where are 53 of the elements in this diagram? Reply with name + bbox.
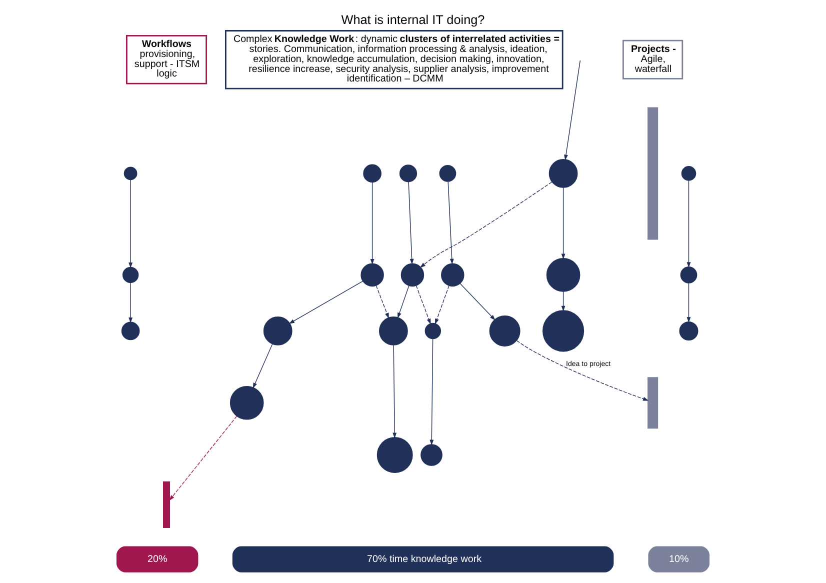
node-circle	[681, 166, 696, 181]
node-box: 70% time knowledge work	[232, 546, 614, 572]
node-box: Complex Knowledge Work: dynamic clusters of interrelated activities = stories. Communication, information processing & analysis, ideation, exploration, knowledge accumulation, decision making, innovation, resilience increase, security analysis, supplier analysis, improvement identification – DCMM	[225, 30, 564, 90]
node-bar	[648, 377, 658, 429]
arrow	[435, 285, 450, 324]
node-circle	[122, 266, 139, 284]
node-circle	[121, 322, 140, 340]
node-circle	[376, 437, 413, 473]
arrow	[430, 338, 434, 446]
arrow	[408, 182, 414, 265]
node-bar	[162, 481, 170, 528]
arrow	[398, 285, 410, 318]
node-circle	[124, 166, 138, 180]
node-circle	[399, 164, 418, 182]
arrow	[686, 180, 691, 268]
node-circle	[379, 316, 408, 346]
arrow	[376, 285, 389, 319]
node-box: Projects - Agile, waterfall	[622, 40, 684, 80]
node-circle	[263, 316, 292, 346]
node-bar	[648, 107, 658, 240]
node-circle	[360, 263, 384, 287]
arrow	[169, 416, 238, 501]
node-circle	[546, 258, 580, 292]
arrow	[252, 344, 273, 388]
node-circle	[542, 310, 584, 352]
arrow	[392, 344, 397, 438]
node-circle	[679, 321, 698, 340]
arrow	[686, 282, 691, 323]
arrow	[564, 60, 581, 160]
node-circle	[400, 263, 424, 287]
diagram-title: What is internal IT doing?	[341, 12, 485, 27]
arrow	[561, 291, 566, 312]
node-circle	[424, 322, 442, 340]
node-box: 10%	[648, 546, 710, 572]
node-circle	[680, 266, 698, 284]
node-circle	[439, 165, 456, 182]
node-circle	[548, 159, 578, 188]
node-circle	[441, 263, 464, 287]
arrow	[561, 187, 566, 260]
node-circle	[363, 164, 382, 183]
arrow	[460, 283, 496, 320]
arrow	[128, 179, 133, 268]
node-circle	[420, 444, 442, 466]
arrow	[288, 280, 363, 324]
arrow	[516, 340, 649, 401]
node-circle	[230, 386, 264, 420]
node-box: 20%	[116, 546, 198, 572]
node-box: Workflows provisioning, support - ITSM logic	[126, 34, 208, 84]
arrow	[128, 282, 133, 324]
arrow	[448, 181, 454, 264]
arrow	[370, 182, 374, 265]
arrow	[416, 285, 431, 324]
arrow	[420, 182, 552, 268]
